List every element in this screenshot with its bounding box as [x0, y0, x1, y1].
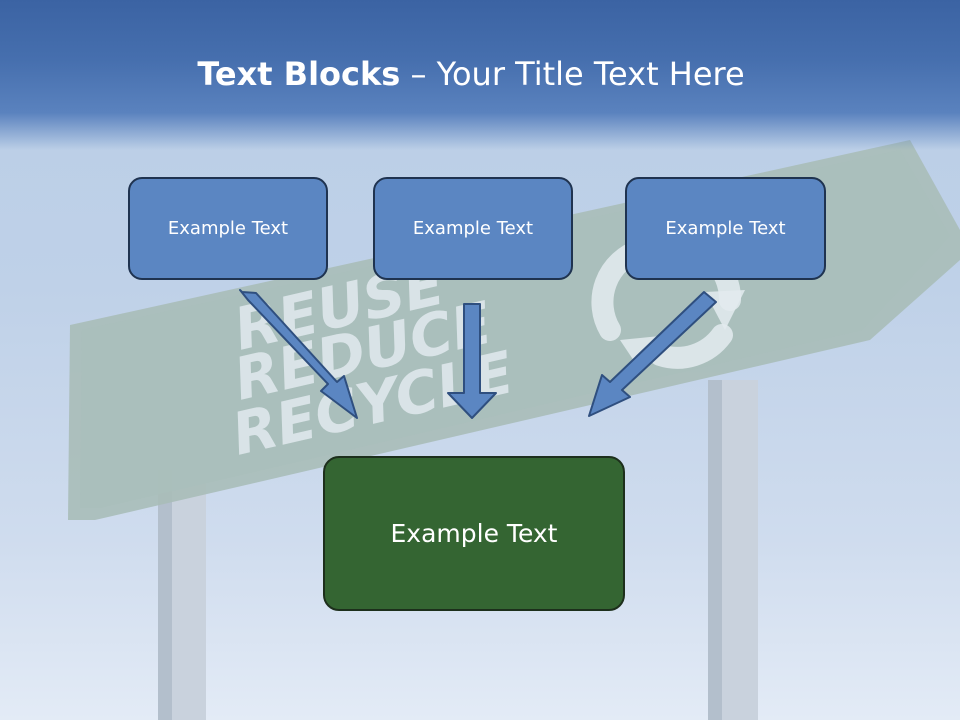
arrow-center-to-bottom [447, 303, 497, 419]
text-block-left-label: Example Text [167, 218, 289, 239]
text-block-right[interactable]: Example Text [625, 177, 826, 280]
text-block-center[interactable]: Example Text [373, 177, 573, 280]
page-title: Text Blocks – Your Title Text Here [0, 52, 942, 96]
title-separator: – [400, 55, 437, 93]
text-block-right-label: Example Text [665, 218, 786, 239]
text-block-bottom[interactable]: Example Text [323, 456, 625, 611]
text-block-center-label: Example Text [412, 218, 534, 239]
header-band [0, 0, 960, 150]
text-block-left[interactable]: Example Text [128, 177, 328, 280]
sign-post-left-shade [158, 470, 172, 720]
arrow-left-to-bottom [239, 289, 358, 419]
title-bold-part: Text Blocks [197, 55, 401, 93]
text-block-bottom-label: Example Text [390, 519, 558, 548]
title-rest: Your Title Text Here [436, 55, 745, 93]
arrow-right-to-bottom [588, 291, 717, 417]
sign-post-right-shade [708, 380, 722, 720]
